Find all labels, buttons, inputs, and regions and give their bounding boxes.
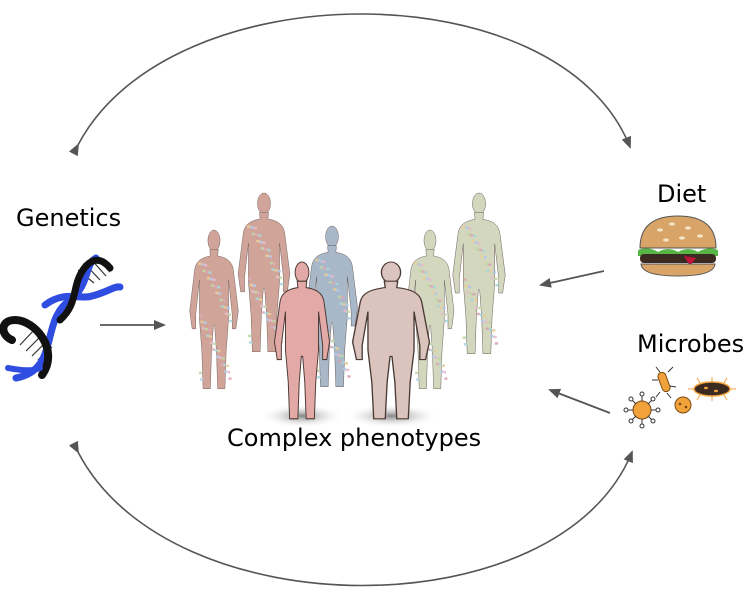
arrow-microbes-to-phenotypes [548,388,611,414]
cycle-arrow-bottom [68,440,633,587]
cycle-arrow-top [68,13,631,157]
hamburger-icon [638,215,718,277]
complex-phenotypes-label: Complex phenotypes [227,424,482,452]
foreground-figures [273,261,431,420]
genetics-label: Genetics [16,204,122,232]
background-figure-5 [452,192,506,354]
diet-label: Diet [657,180,707,208]
background-figure-4 [405,229,455,390]
microbes-label: Microbes [637,330,745,358]
arrow-diet-to-phenotypes [539,270,605,288]
bacteria-icon [623,366,736,429]
human-figures-icon [189,192,506,428]
background-figure-1 [189,229,239,390]
foreground-figure-left [273,261,331,420]
dna-helix-icon [0,254,124,382]
background-figures [189,192,506,390]
foreground-figure-right [351,261,431,420]
